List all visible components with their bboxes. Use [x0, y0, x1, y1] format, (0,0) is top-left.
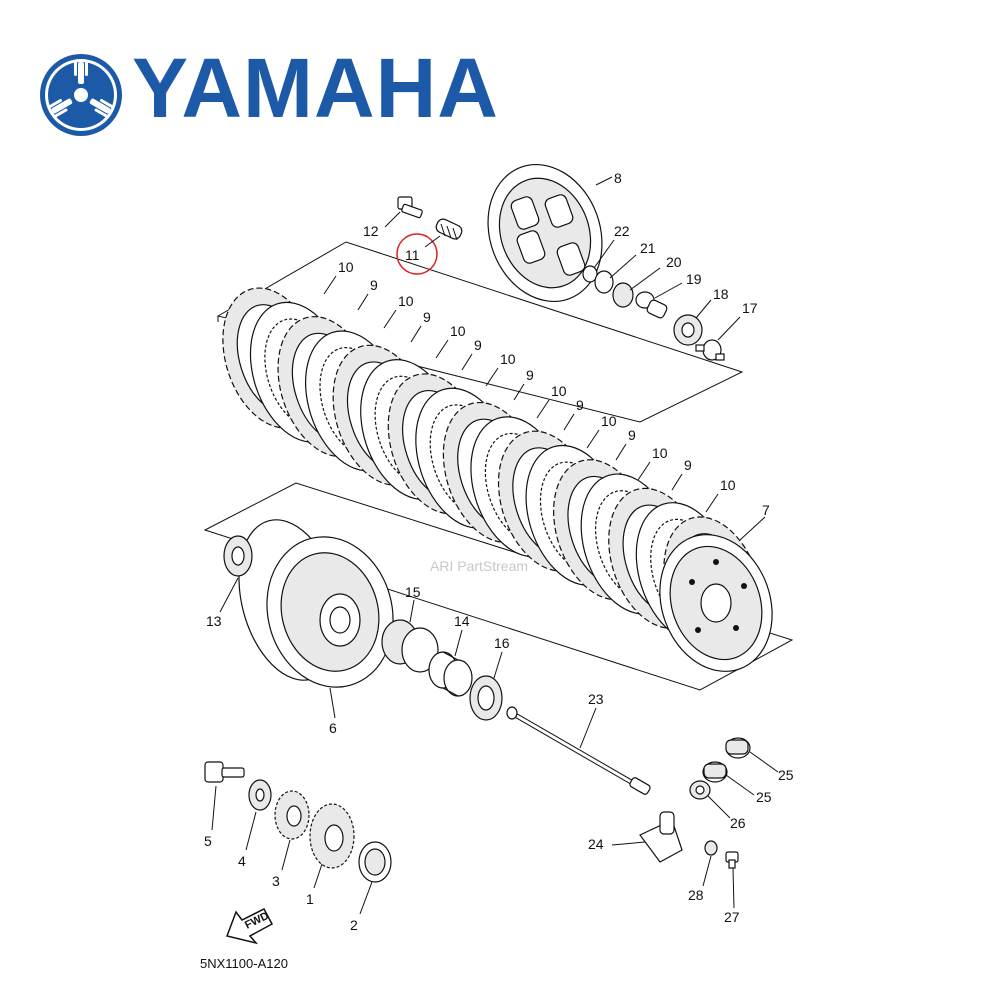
- leader-line: [383, 309, 397, 329]
- leader-line: [513, 383, 525, 401]
- leader-line: [485, 367, 499, 387]
- highlight-circle-11: [396, 233, 438, 275]
- callout-20: 20: [666, 254, 682, 270]
- callout-15: 15: [405, 584, 421, 600]
- callout-10: 10: [398, 293, 414, 309]
- callout-6: 6: [329, 720, 337, 736]
- callout-18: 18: [713, 286, 729, 302]
- callout-16: 16: [494, 635, 510, 651]
- clutch-boss-7: [659, 534, 773, 672]
- callout-7: 7: [762, 502, 770, 518]
- callout-13: 13: [206, 613, 222, 629]
- leader-line: [705, 493, 719, 513]
- callout-10: 10: [652, 445, 668, 461]
- callout-9: 9: [474, 337, 482, 353]
- callout-4: 4: [238, 853, 246, 869]
- bearing-25-lower: [702, 761, 728, 783]
- leader-line: [461, 353, 473, 371]
- callout-28: 28: [688, 887, 704, 903]
- callout-10: 10: [601, 413, 617, 429]
- needle-bearing-15: [381, 619, 439, 673]
- spring-11: [435, 218, 463, 241]
- clutch-housing-6: [238, 519, 394, 688]
- leader-line: [637, 461, 651, 481]
- callout-10: 10: [338, 259, 354, 275]
- callout-12: 12: [363, 223, 379, 239]
- callout-9: 9: [684, 457, 692, 473]
- watermark-text: ARI PartStream: [430, 558, 528, 574]
- callout-10: 10: [500, 351, 516, 367]
- spacer-14: [428, 651, 473, 697]
- callout-11: 11: [405, 247, 420, 263]
- leader-line: [410, 325, 422, 343]
- callout-labels: 8 12 11 22 21 20 19 18 17 7 13 6 15 14 1…: [204, 170, 794, 933]
- leader-line: [563, 413, 575, 431]
- callout-25b: 25: [756, 789, 772, 805]
- thrust-washer-13: [223, 535, 253, 577]
- housing-group-frame: [203, 482, 794, 691]
- callout-5: 5: [204, 833, 212, 849]
- callout-19: 19: [686, 271, 702, 287]
- washer-16: [469, 675, 503, 721]
- washer-21: [594, 270, 614, 294]
- lock-washer-17: [695, 339, 725, 361]
- gear-1: [309, 803, 355, 869]
- callout-22: 22: [614, 223, 630, 239]
- fwd-direction-arrow-icon: FWD: [226, 908, 274, 945]
- callout-14: 14: [454, 613, 470, 629]
- callout-9: 9: [370, 277, 378, 293]
- callout-2: 2: [350, 917, 358, 933]
- gear-3: [274, 790, 310, 840]
- diagram-code: 5NX1100-A120: [200, 956, 288, 971]
- callout-10: 10: [551, 383, 567, 399]
- oil-seal-26: [689, 780, 711, 800]
- push-rod-19: [635, 291, 668, 319]
- callout-17: 17: [742, 300, 758, 316]
- callout-3: 3: [272, 873, 280, 889]
- callout-9: 9: [526, 367, 534, 383]
- yamaha-tuning-fork-logo-icon: [40, 54, 122, 136]
- callout-1: 1: [306, 891, 314, 907]
- pressure-plate: [487, 163, 603, 303]
- bearing-2: [358, 841, 392, 883]
- callout-25a: 25: [778, 767, 794, 783]
- plate-group-frame: [216, 241, 744, 423]
- callout-10: 10: [450, 323, 466, 339]
- leader-line: [435, 339, 449, 359]
- screw-27: [725, 851, 739, 869]
- callout-21: 21: [640, 240, 656, 256]
- callout-24: 24: [588, 836, 604, 852]
- leader-line: [536, 399, 550, 419]
- bearing-25-upper: [725, 737, 751, 759]
- circlip-22: [582, 265, 598, 283]
- leader-line: [615, 443, 627, 461]
- bolt-5: [204, 761, 245, 783]
- bearing-20: [612, 282, 634, 308]
- callout-26: 26: [730, 815, 746, 831]
- leader-line: [323, 275, 337, 295]
- push-rod-23: [506, 706, 651, 795]
- leader-line: [357, 293, 369, 311]
- nut-18: [673, 314, 703, 346]
- washer-28: [704, 840, 718, 856]
- plate-callout-labels: 10101010101010109999999910: [323, 259, 736, 513]
- callout-23: 23: [588, 691, 604, 707]
- bolt-12: [397, 196, 423, 219]
- leader-line: [671, 473, 683, 491]
- callout-9: 9: [576, 397, 584, 413]
- callout-8: 8: [614, 170, 622, 186]
- push-lever-24: [639, 811, 683, 863]
- callout-9: 9: [423, 309, 431, 325]
- leader-line: [586, 429, 600, 449]
- callout-27: 27: [724, 909, 740, 925]
- callout-9: 9: [628, 427, 636, 443]
- callout-10: 10: [720, 477, 736, 493]
- brand-wordmark: YAMAHA: [132, 41, 499, 135]
- washer-4: [248, 779, 272, 811]
